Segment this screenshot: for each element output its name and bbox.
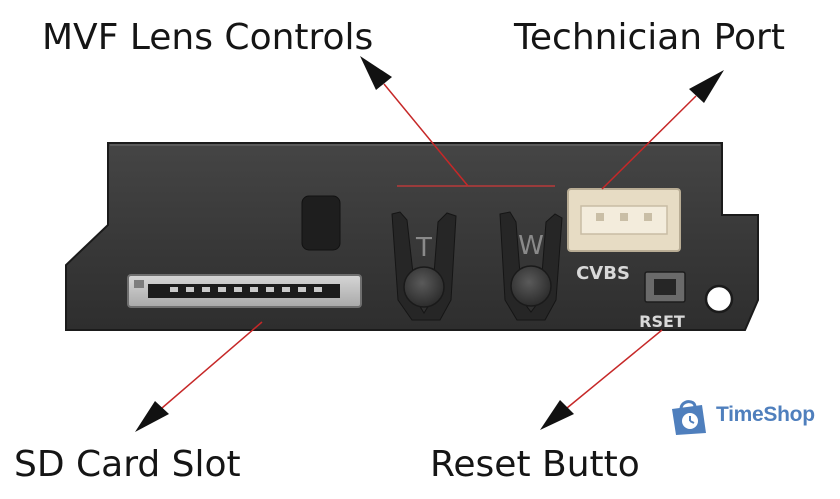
wide-control[interactable] — [499, 211, 563, 321]
cvbs-marking: CVBS — [576, 263, 630, 284]
mounting-hole — [704, 284, 734, 314]
tele-marking: T — [415, 233, 432, 263]
timeshop-watermark: TimeShop — [668, 397, 834, 437]
sd-card-slot-label: SD Card Slot — [14, 444, 241, 485]
arrow-reset — [540, 329, 663, 430]
reset-marking: RSET — [639, 312, 685, 331]
technician-port-connector[interactable] — [567, 188, 681, 252]
sd-card-slot[interactable] — [127, 274, 362, 308]
shopping-bag-clock-icon — [672, 400, 706, 435]
tele-control[interactable] — [391, 211, 457, 321]
wide-marking: W — [518, 231, 544, 261]
reset-button-label: Reset Butto — [430, 444, 640, 485]
reset-button[interactable] — [644, 271, 686, 303]
arrow-technician — [601, 70, 724, 190]
technician-port-label: Technician Port — [514, 17, 785, 58]
arrow-sd — [135, 321, 263, 432]
watermark-text: TimeShop — [716, 403, 815, 426]
mvf-lens-controls-label: MVF Lens Controls — [42, 17, 374, 58]
arrow-mvf — [360, 56, 469, 187]
rubber-pad — [301, 195, 341, 251]
